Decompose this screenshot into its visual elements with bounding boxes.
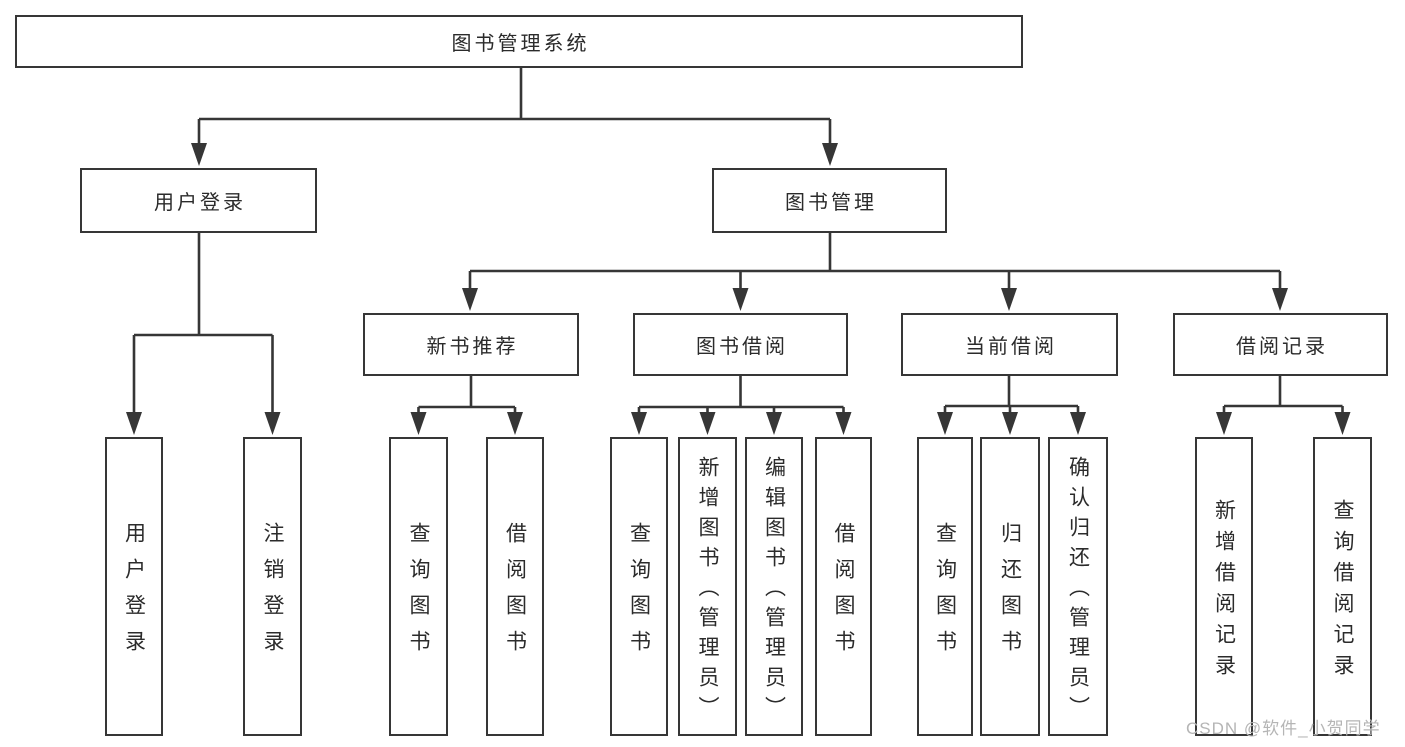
leaf-query-books-borrowing-label: 查询图书 — [627, 522, 651, 666]
node-current-borrowing: 当前借阅 — [901, 313, 1118, 376]
leaf-borrow-books-borrowing-label: 借阅图书 — [832, 522, 855, 666]
leaf-query-books-current: 查询图书 — [917, 437, 973, 736]
leaf-query-books-borrowing: 查询图书 — [610, 437, 668, 736]
leaf-borrow-books-borrowing: 借阅图书 — [815, 437, 872, 736]
node-borrow-records: 借阅记录 — [1173, 313, 1388, 376]
leaf-borrow-books-recommend-label: 借阅图书 — [503, 522, 527, 666]
leaf-add-book-admin-label: 新增图书（管理员） — [696, 456, 719, 726]
leaf-edit-book-admin-label: 编辑图书（管理员） — [762, 456, 786, 726]
node-book-borrowing: 图书借阅 — [633, 313, 848, 376]
leaf-query-books-recommend: 查询图书 — [389, 437, 448, 736]
node-library-system: 图书管理系统 — [15, 15, 1023, 68]
leaf-user-login-label: 用户登录 — [122, 522, 146, 666]
leaf-return-book: 归还图书 — [980, 437, 1040, 736]
leaf-add-borrow-record: 新增借阅记录 — [1195, 437, 1253, 736]
node-book-management: 图书管理 — [712, 168, 947, 233]
leaf-query-books-current-label: 查询图书 — [933, 522, 957, 666]
leaf-add-borrow-record-label: 新增借阅记录 — [1212, 498, 1236, 685]
node-user-login: 用户登录 — [80, 168, 317, 233]
leaf-edit-book-admin: 编辑图书（管理员） — [745, 437, 803, 736]
leaf-user-login: 用户登录 — [105, 437, 163, 736]
watermark: CSDN @软件_小贺同学 — [1186, 719, 1381, 738]
leaf-add-book-admin: 新增图书（管理员） — [678, 437, 737, 736]
arrowheads — [126, 143, 1351, 435]
leaf-return-book-label: 归还图书 — [998, 522, 1022, 666]
leaf-query-books-recommend-label: 查询图书 — [407, 522, 430, 666]
leaf-query-borrow-record: 查询借阅记录 — [1313, 437, 1372, 736]
leaf-logout-label: 注销登录 — [261, 522, 284, 666]
leaf-borrow-books-recommend: 借阅图书 — [486, 437, 544, 736]
leaf-logout: 注销登录 — [243, 437, 302, 736]
node-new-book-recommend: 新书推荐 — [363, 313, 579, 376]
leaf-query-borrow-record-label: 查询借阅记录 — [1331, 498, 1354, 685]
leaf-confirm-return-admin: 确认归还（管理员） — [1048, 437, 1108, 736]
connector-path — [132, 68, 1344, 418]
leaf-confirm-return-admin-label: 确认归还（管理员） — [1066, 456, 1090, 726]
